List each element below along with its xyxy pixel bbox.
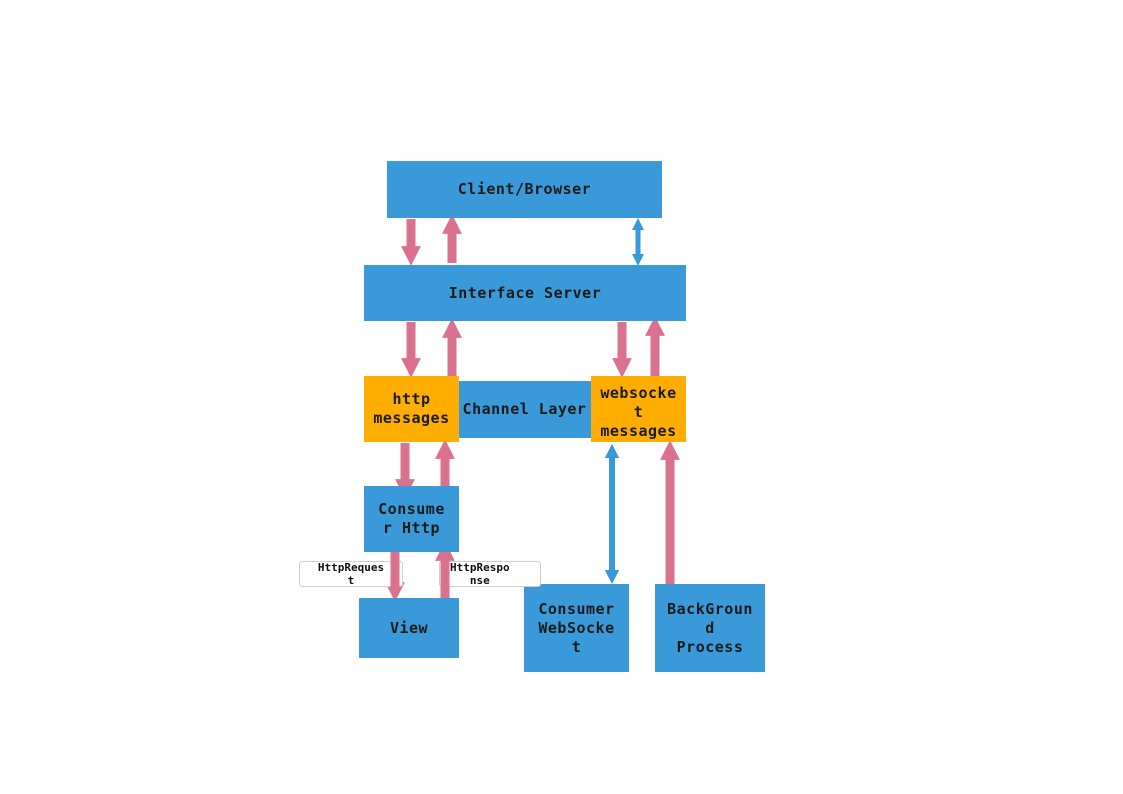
http-response-label: HttpRespo nse (439, 561, 541, 587)
interface-server-node: Interface Server (364, 265, 686, 321)
http-request-label: HttpReques t (299, 561, 403, 587)
client-browser-node: Client/Browser (387, 161, 662, 218)
consumer-websocket-node: Consumer WebSocke t (524, 584, 629, 672)
channel-layer-node: Channel Layer (458, 381, 591, 438)
view-node: View (359, 598, 459, 658)
http-messages-node: http messages (364, 376, 459, 442)
websocket-messages-node: websocke t messages (591, 376, 686, 442)
background-process-node: BackGroun d Process (655, 584, 765, 672)
consumer-http-node: Consume r Http (364, 486, 459, 552)
